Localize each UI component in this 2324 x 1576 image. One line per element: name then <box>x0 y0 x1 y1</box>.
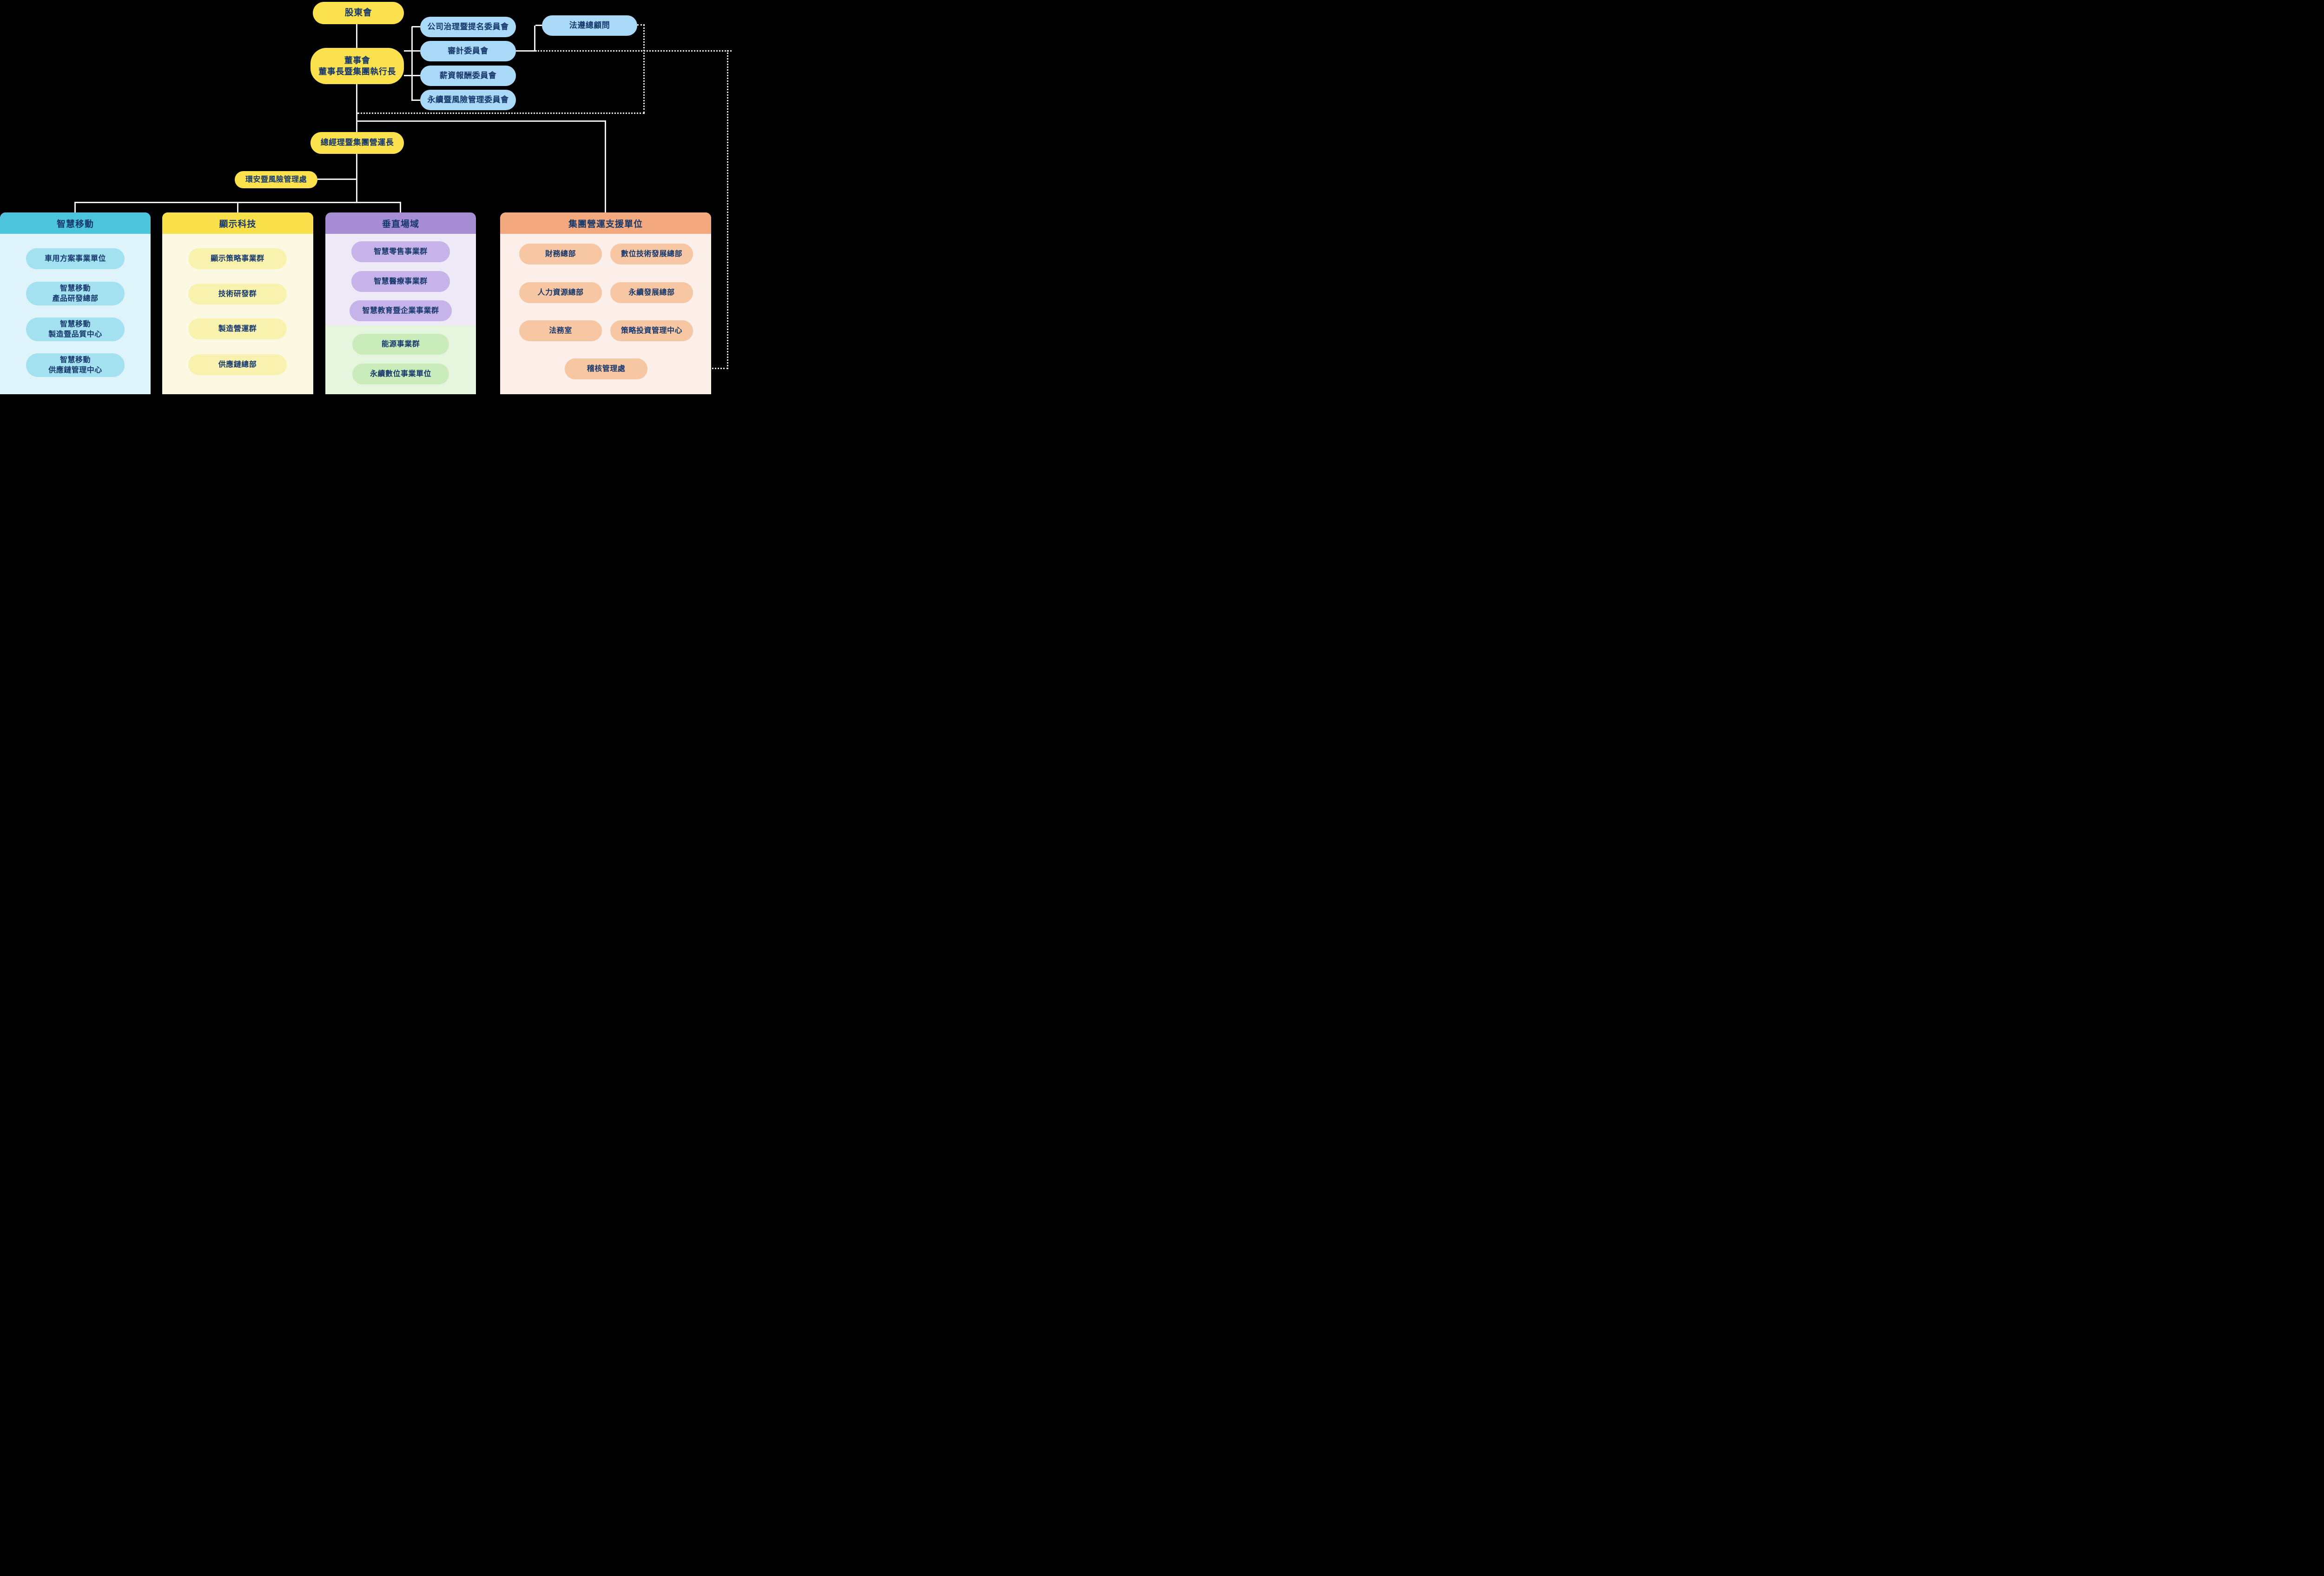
unit-sm-product-rd-line2: 產品研發總部 <box>52 294 99 303</box>
connector-compliance-stub <box>535 25 542 26</box>
unit-audit-office: 稽核管理處 <box>565 358 647 379</box>
unit-manufacturing-ops: 製造營運群 <box>188 318 287 339</box>
node-committee-compensation: 薪資報酬委員會 <box>420 66 516 86</box>
node-ehs-risk-office: 環安暨風險管理處 <box>235 171 317 188</box>
unit-sm-supply-chain: 智慧移動 供應鏈管理中心 <box>26 353 125 377</box>
node-committee-sustainability-risk: 永續暨風險管理委員會 <box>420 90 516 110</box>
connector-committee-4 <box>412 99 420 101</box>
unit-smart-retail: 智慧零售事業群 <box>351 241 450 262</box>
node-compliance-advisor: 法遵總顧問 <box>542 15 637 36</box>
unit-sm-mfg-quality: 智慧移動 製造暨品質中心 <box>26 318 125 341</box>
connector-ehs <box>317 179 356 180</box>
node-board-line2: 董事長暨集團執行長 <box>318 67 396 76</box>
dotted-audit-down <box>727 50 728 369</box>
node-board: 董事會 董事長暨集團執行長 <box>310 48 404 84</box>
unit-sm-supply-chain-line2: 供應鏈管理中心 <box>48 366 102 374</box>
unit-sm-product-rd: 智慧移動 產品研發總部 <box>26 282 125 305</box>
node-board-line1: 董事會 <box>344 55 370 65</box>
unit-sm-mfg-quality-line2: 製造暨品質中心 <box>48 330 102 338</box>
node-committee-audit: 審計委員會 <box>420 41 516 61</box>
connector-compliance-riser <box>534 26 535 52</box>
unit-hr-hq: 人力資源總部 <box>519 282 602 303</box>
unit-sm-product-rd-line1: 智慧移動 <box>59 284 91 292</box>
node-shareholders: 股東會 <box>313 2 404 24</box>
unit-energy: 能源事業群 <box>352 334 449 355</box>
connector-stub-vertical <box>400 202 401 212</box>
node-committee-governance: 公司治理暨提名委員會 <box>420 17 516 37</box>
dotted-compliance-across <box>357 113 645 114</box>
card-smart-mobility: 智慧移動 車用方案事業單位 智慧移動 產品研發總部 智慧移動 製造暨品質中心 智… <box>0 212 151 394</box>
connector-stub-display-tech <box>237 202 238 212</box>
dotted-compliance-down <box>643 24 645 113</box>
dotted-compliance-right <box>637 24 645 26</box>
connector-committee-2 <box>404 50 420 52</box>
card-display-tech-title: 顯示科技 <box>162 212 313 234</box>
connector-committee-3 <box>404 75 420 76</box>
unit-sustainability-hq: 永續發展總部 <box>610 282 693 303</box>
unit-smart-medical: 智慧醫療事業群 <box>351 271 450 292</box>
unit-automotive-solutions: 車用方案事業單位 <box>26 248 125 269</box>
unit-smart-education-enterprise: 智慧教育暨企業事業群 <box>350 300 452 321</box>
card-display-tech: 顯示科技 顯示策略事業群 技術研發群 製造營運群 供應鏈總部 <box>162 212 313 394</box>
connector-stub-smart-mobility <box>74 202 76 212</box>
connector-support-branch-h <box>356 120 606 122</box>
unit-supply-chain-hq: 供應鏈總部 <box>188 354 287 375</box>
connector-president-down <box>356 154 357 203</box>
unit-tech-rd: 技術研發群 <box>188 284 287 305</box>
unit-sustainable-digital: 永續數位事業單位 <box>352 364 449 384</box>
unit-strategic-investment: 策略投資管理中心 <box>610 320 693 341</box>
card-group-support-title: 集團營運支援單位 <box>500 212 711 234</box>
unit-finance-hq: 財務總部 <box>519 244 602 265</box>
unit-sm-mfg-quality-line1: 智慧移動 <box>59 320 91 328</box>
connector-shareholders-board <box>356 24 357 48</box>
dotted-audit-right <box>535 50 732 52</box>
card-group-support: 集團營運支援單位 財務總部 數位技術發展總部 人力資源總部 永續發展總部 法務室… <box>500 212 711 394</box>
connector-committee-bracket <box>411 26 413 101</box>
card-vertical-domains-title: 垂直場域 <box>325 212 476 234</box>
org-chart: 股東會 董事會 董事長暨集團執行長 公司治理暨提名委員會 審計委員會 薪資報酬委… <box>0 0 732 394</box>
unit-sm-supply-chain-line1: 智慧移動 <box>59 356 91 364</box>
unit-display-strategy: 顯示策略事業群 <box>188 248 287 269</box>
connector-committee-1 <box>412 26 420 27</box>
unit-legal-office: 法務室 <box>519 320 602 341</box>
connector-support-branch-v <box>605 120 606 212</box>
node-president: 總經理暨集團營運長 <box>310 132 404 154</box>
unit-digital-tech-hq: 數位技術發展總部 <box>610 244 693 265</box>
connector-board-president <box>356 84 357 132</box>
card-smart-mobility-title: 智慧移動 <box>0 212 151 234</box>
connector-audit-right <box>516 50 535 52</box>
card-vertical-domains: 垂直場域 智慧零售事業群 智慧醫療事業群 智慧教育暨企業事業群 能源事業群 永續… <box>325 212 476 394</box>
